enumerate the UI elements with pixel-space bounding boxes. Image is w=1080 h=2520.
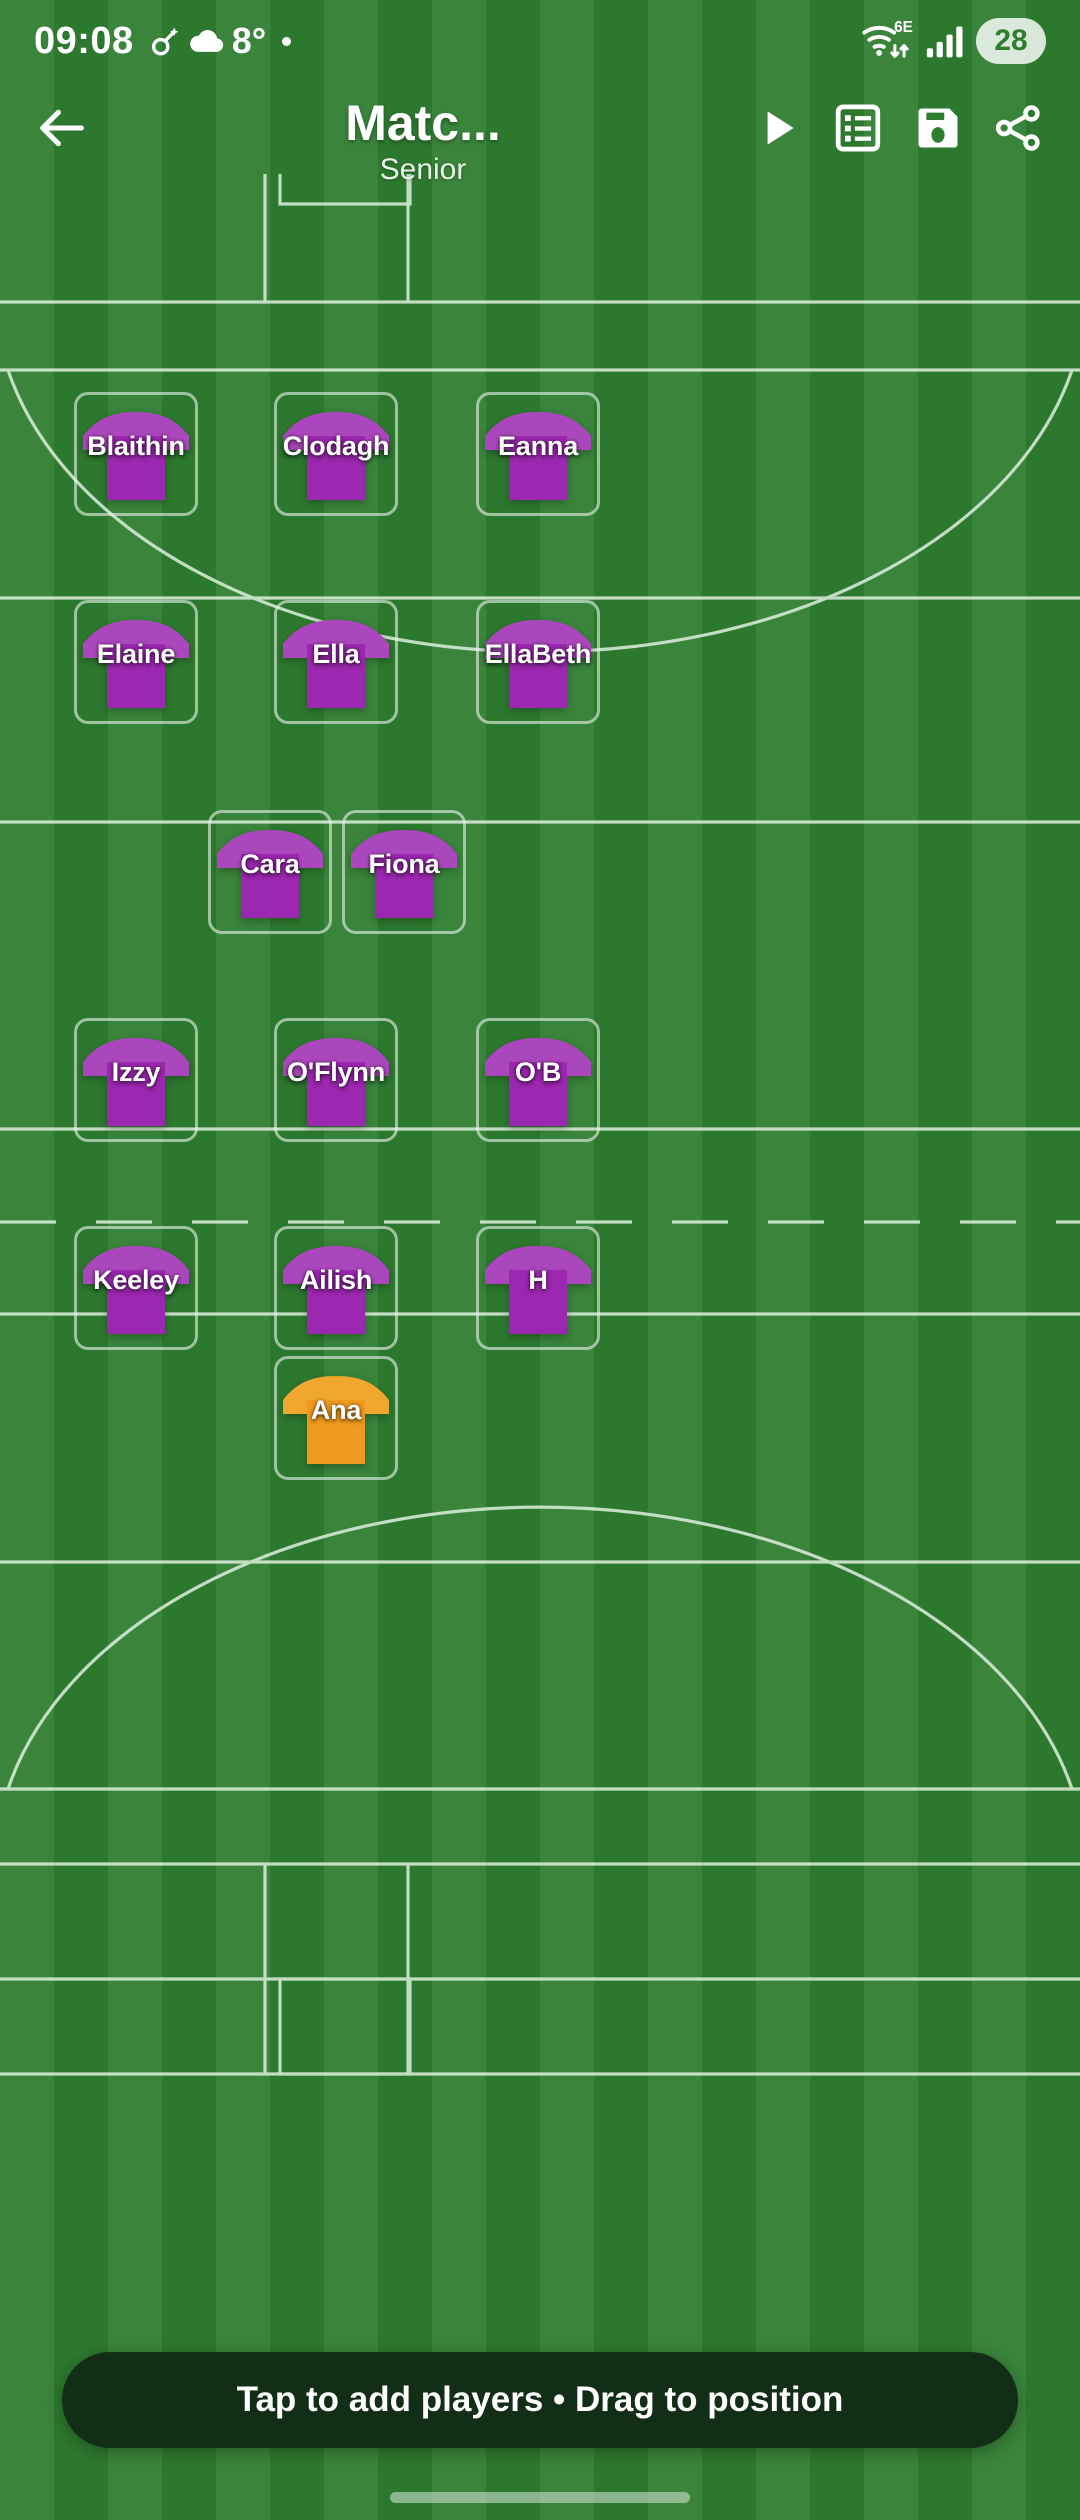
player-name: Ella — [312, 638, 360, 669]
list-icon — [835, 104, 881, 152]
back-button[interactable] — [22, 88, 102, 168]
app-bar-actions — [738, 88, 1058, 168]
player-name: Clodagh — [282, 430, 390, 461]
hint-text: Tap to add players • Drag to position — [236, 2380, 844, 2419]
status-separator-dot — [282, 36, 292, 46]
play-button[interactable] — [738, 88, 818, 168]
back-arrow-icon — [40, 109, 84, 147]
player-card[interactable]: Ana — [274, 1356, 398, 1480]
status-bar: 09:08 8° 6E — [0, 0, 1080, 82]
player-name: H — [528, 1264, 548, 1295]
app-bar-titles: Matc... Senior — [108, 97, 738, 188]
cellular-signal-icon — [926, 26, 963, 58]
weather-sparkle-icon — [151, 27, 179, 56]
player-card[interactable]: Blaithin — [74, 392, 198, 516]
player-name: Eanna — [497, 430, 579, 461]
cloud-icon — [189, 30, 223, 52]
status-weather: 8° — [148, 20, 292, 62]
hint-bar[interactable]: Tap to add players • Drag to position — [62, 2352, 1018, 2448]
gesture-nav-bar — [0, 2474, 1080, 2520]
player-card[interactable]: Ella — [274, 600, 398, 724]
player-name: O'B — [514, 1056, 562, 1087]
page-title: Matc... — [345, 96, 501, 150]
player-card[interactable]: Cara — [208, 810, 332, 934]
player-name: Elaine — [96, 638, 176, 669]
battery-indicator: 28 — [976, 18, 1046, 64]
player-name: Ana — [310, 1394, 362, 1425]
save-button[interactable] — [898, 88, 978, 168]
player-card[interactable]: H — [476, 1226, 600, 1350]
player-name: O'Flynn — [286, 1056, 386, 1087]
player-card[interactable]: EllaBeth — [476, 600, 600, 724]
status-bar-left: 09:08 8° — [34, 19, 292, 63]
app-bar: Matc... Senior — [0, 82, 1080, 186]
share-button[interactable] — [978, 88, 1058, 168]
list-button[interactable] — [818, 88, 898, 168]
player-name: Izzy — [111, 1056, 161, 1087]
player-name: Blaithin — [87, 430, 185, 461]
battery-level: 28 — [994, 24, 1028, 57]
page-subtitle: Senior — [379, 153, 467, 187]
player-card[interactable]: Izzy — [74, 1018, 198, 1142]
status-clock: 09:08 — [34, 19, 134, 62]
player-card[interactable]: Clodagh — [274, 392, 398, 516]
status-bar-right: 6E 28 — [862, 18, 1046, 64]
player-name: Ailish — [299, 1264, 373, 1295]
player-name: Cara — [240, 848, 300, 879]
player-card[interactable]: Elaine — [74, 600, 198, 724]
status-temperature: 8° — [231, 20, 267, 61]
share-icon — [995, 105, 1040, 151]
player-card[interactable]: Fiona — [342, 810, 466, 934]
player-name: Fiona — [368, 848, 440, 879]
save-icon — [918, 108, 958, 148]
gesture-nav-handle[interactable] — [390, 2491, 690, 2503]
player-card[interactable]: O'B — [476, 1018, 600, 1142]
player-card[interactable]: Keeley — [74, 1226, 198, 1350]
svg-text:6E: 6E — [894, 19, 913, 36]
player-name: EllaBeth — [484, 638, 592, 669]
player-card[interactable]: Eanna — [476, 392, 600, 516]
player-card[interactable]: Ailish — [274, 1226, 398, 1350]
player-name: Keeley — [93, 1264, 179, 1295]
wifi-6e-icon: 6E — [862, 19, 913, 58]
play-icon — [767, 111, 794, 145]
player-card[interactable]: O'Flynn — [274, 1018, 398, 1142]
